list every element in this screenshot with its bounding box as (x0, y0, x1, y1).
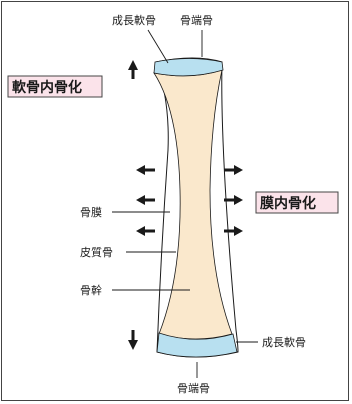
label-epiphysis-top: 骨端骨 (180, 14, 213, 27)
arrow-left-icon (136, 226, 155, 236)
arrow-left-icon (136, 165, 155, 175)
label-periosteum: 骨膜 (80, 206, 102, 219)
label-diaphysis: 骨幹 (80, 283, 102, 297)
arrow-right-icon (224, 195, 243, 205)
leader-growth-cartilage-top (148, 30, 168, 63)
arrow-down-icon (128, 330, 138, 350)
arrow-up-icon (128, 60, 138, 79)
label-endochondral: 軟骨内骨化 (12, 79, 82, 96)
arrow-left-icon (136, 195, 155, 205)
label-intramembranous: 膜内骨化 (260, 195, 316, 212)
label-growth-cartilage-top: 成長軟骨 (112, 13, 156, 27)
label-cortical-bone: 皮質骨 (80, 245, 113, 259)
label-epiphysis-bottom: 骨端骨 (177, 382, 210, 395)
label-growth-cartilage-bottom: 成長軟骨 (262, 335, 306, 349)
arrow-right-icon (224, 165, 243, 175)
